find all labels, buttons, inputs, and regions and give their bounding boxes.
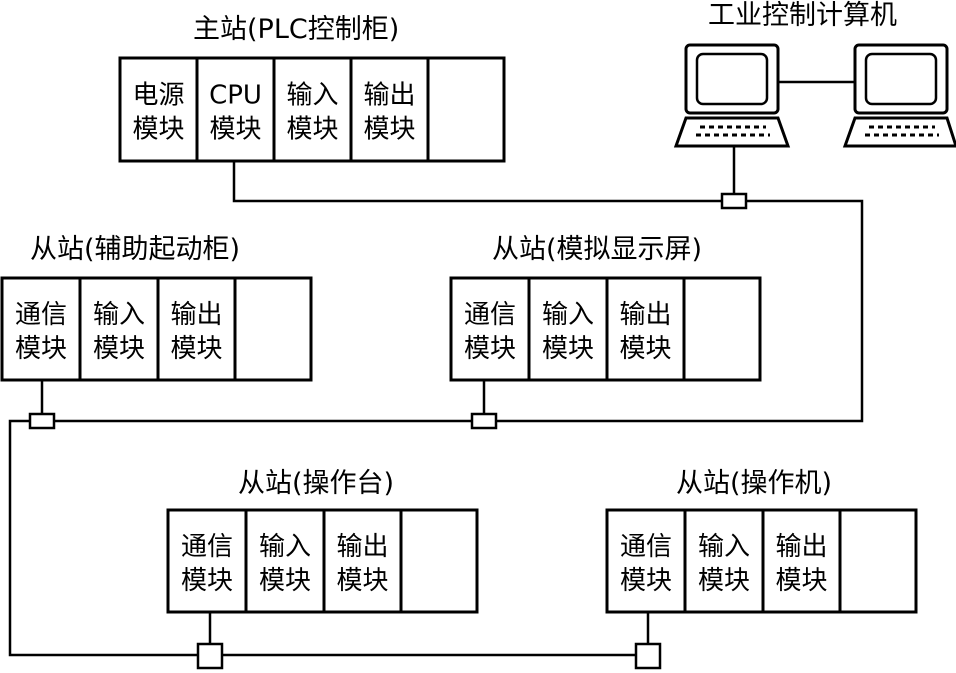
module-label-line1: 输入 (93, 300, 145, 330)
module-label-line1: 输入 (542, 300, 594, 330)
module-label-line2: 模块 (698, 566, 750, 596)
slave-console-title: 从站(操作台) (238, 468, 394, 499)
module-cell (683, 508, 765, 614)
slave-operator-title: 从站(操作机) (676, 468, 832, 499)
module-cell (605, 276, 686, 382)
module-label-line1: 输出 (336, 532, 388, 562)
bus-connector-operator (634, 642, 662, 670)
module-label-line1: 输入 (259, 532, 311, 562)
monitor-icon (853, 43, 949, 115)
module-cell (78, 276, 160, 382)
module-cell (156, 276, 237, 382)
module-label-line2: 模块 (775, 566, 827, 596)
bus-connectors (28, 192, 748, 670)
module-label-line2: 模块 (620, 566, 672, 596)
bus-connector-computer (720, 192, 748, 210)
computer-title: 工业控制计算机 (708, 0, 897, 31)
module-cell (244, 508, 326, 614)
module-label-line1: 通信 (181, 532, 233, 562)
module-label-line2: 模块 (132, 115, 184, 145)
module-label-line1: 输出 (775, 532, 827, 562)
module-cell (605, 508, 687, 614)
module-cell (195, 56, 276, 163)
module-cell (272, 56, 353, 163)
module-label-line1: 输入 (698, 532, 750, 562)
module-label-line2: 模块 (542, 334, 594, 364)
slave-aux-title: 从站(辅助起动柜) (30, 234, 240, 265)
module-label-line1: 输出 (619, 300, 671, 330)
module-label-line2: 模块 (464, 334, 516, 364)
module-label-line2: 模块 (209, 115, 261, 145)
module-cell (527, 276, 609, 382)
module-label-line2: 模块 (93, 334, 145, 364)
bus-connector-aux (28, 412, 56, 430)
module-label-line1: 通信 (620, 532, 672, 562)
module-cell (682, 276, 762, 382)
slave-display-title: 从站(模拟显示屏) (492, 234, 702, 265)
bus-connector-display (470, 412, 498, 430)
module-label-line2: 模块 (336, 566, 388, 596)
module-cell (118, 56, 199, 163)
bus-connector-console (196, 642, 224, 670)
module-cell (761, 508, 842, 614)
monitor-icon (684, 43, 780, 115)
keyboard-icon (673, 116, 791, 148)
module-label-line2: 模块 (170, 334, 222, 364)
module-cell (233, 276, 313, 382)
master-cpu-link (232, 161, 734, 203)
module-label-line1: 输出 (363, 81, 415, 111)
module-label-line1: 输入 (286, 81, 338, 111)
module-label-line1: 输出 (170, 300, 222, 330)
module-cell (399, 508, 479, 614)
module-label-line2: 模块 (363, 115, 415, 145)
module-label-line2: 模块 (286, 115, 338, 145)
module-label-line1: CPU (209, 81, 262, 111)
left-return-bus (8, 419, 198, 657)
module-cell (349, 56, 430, 163)
module-label-line2: 模块 (181, 566, 233, 596)
module-label-line1: 通信 (15, 300, 67, 330)
network-bus (8, 147, 864, 657)
module-cell (322, 508, 403, 614)
module-cell (838, 508, 918, 614)
upper-right-bus (494, 199, 864, 423)
module-cell (426, 56, 506, 163)
module-label-line2: 模块 (259, 566, 311, 596)
industrial-computer: 工业控制计算机 (673, 0, 956, 148)
module-label-line1: 通信 (464, 300, 516, 330)
master-title: 主站(PLC控制柜) (193, 14, 399, 45)
module-label-line2: 模块 (15, 334, 67, 364)
module-label-line1: 电源 (132, 81, 184, 111)
module-label-line2: 模块 (619, 334, 671, 364)
keyboard-icon (842, 116, 956, 148)
